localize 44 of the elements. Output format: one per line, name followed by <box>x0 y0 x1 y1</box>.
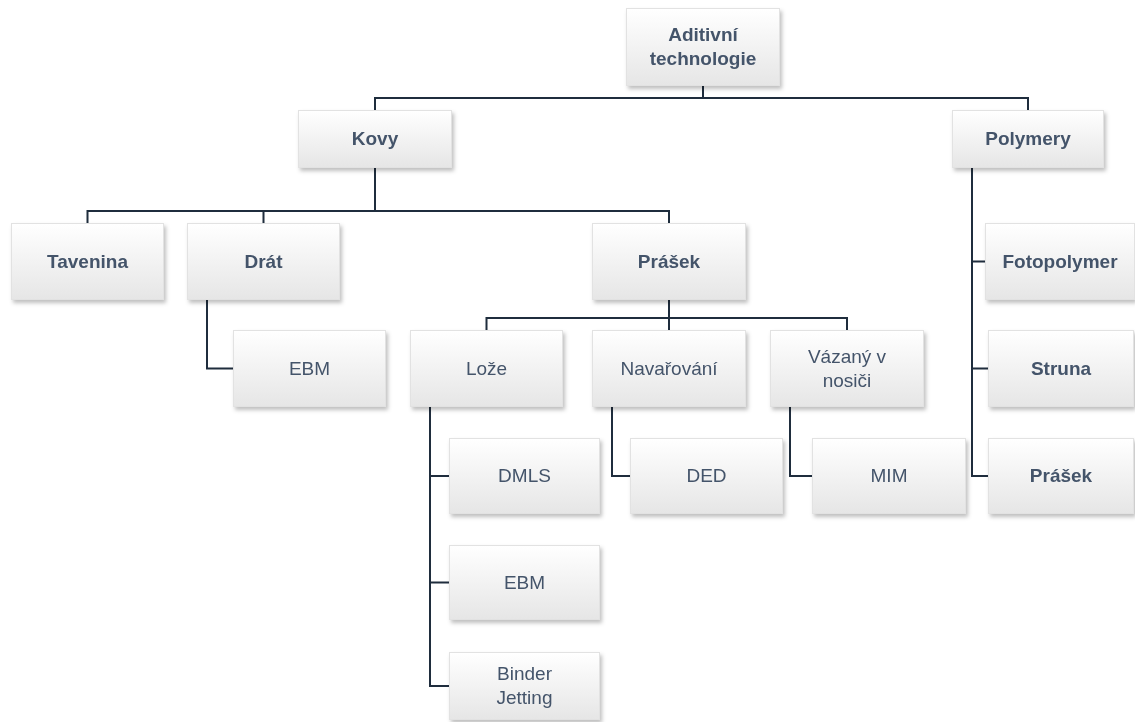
node-label: Prášek <box>637 249 701 274</box>
node-label: Polymery <box>985 127 1071 151</box>
category-box <box>988 438 1134 514</box>
category-box <box>11 223 164 300</box>
connector-line <box>971 167 989 477</box>
category-box <box>233 330 386 407</box>
node-label: Binder Jetting <box>495 662 554 710</box>
connector-line <box>611 406 631 477</box>
category-box <box>187 223 340 300</box>
node-label: Drát <box>244 249 283 274</box>
node-label: EBM <box>288 356 331 381</box>
node-label: MIM <box>870 464 908 488</box>
category-box <box>630 438 783 514</box>
node-label: DED <box>686 464 727 488</box>
category-box <box>985 223 1135 300</box>
connector-line <box>789 406 813 477</box>
category-box <box>812 438 966 514</box>
category-box <box>952 110 1104 168</box>
node-label: Fotopolymer <box>1002 249 1118 274</box>
category-box <box>592 330 746 407</box>
category-box <box>592 223 746 300</box>
node-label: DMLS <box>498 464 551 488</box>
node-label: EBM <box>503 570 546 595</box>
category-box <box>626 8 780 86</box>
node-label: Prášek <box>1029 464 1093 488</box>
connector-line <box>206 299 234 370</box>
connector-line <box>668 299 848 331</box>
node-label: Tavenina <box>47 249 128 274</box>
node-label: Kovy <box>351 127 399 151</box>
category-box <box>449 545 600 620</box>
node-label: Lože <box>465 356 508 381</box>
category-box <box>449 438 600 514</box>
category-box <box>988 330 1134 407</box>
node-label: Aditivní technologie <box>648 23 758 71</box>
category-box <box>449 652 600 720</box>
category-box <box>298 110 452 168</box>
category-box <box>410 330 563 407</box>
node-label: Vázaný v nosiči <box>806 344 888 393</box>
node-label: Navařování <box>620 356 718 381</box>
node-label: Struna <box>1030 356 1092 381</box>
category-box <box>770 330 924 407</box>
connector-line <box>374 167 670 224</box>
connector-line <box>429 406 450 687</box>
connector-line <box>702 85 1029 111</box>
